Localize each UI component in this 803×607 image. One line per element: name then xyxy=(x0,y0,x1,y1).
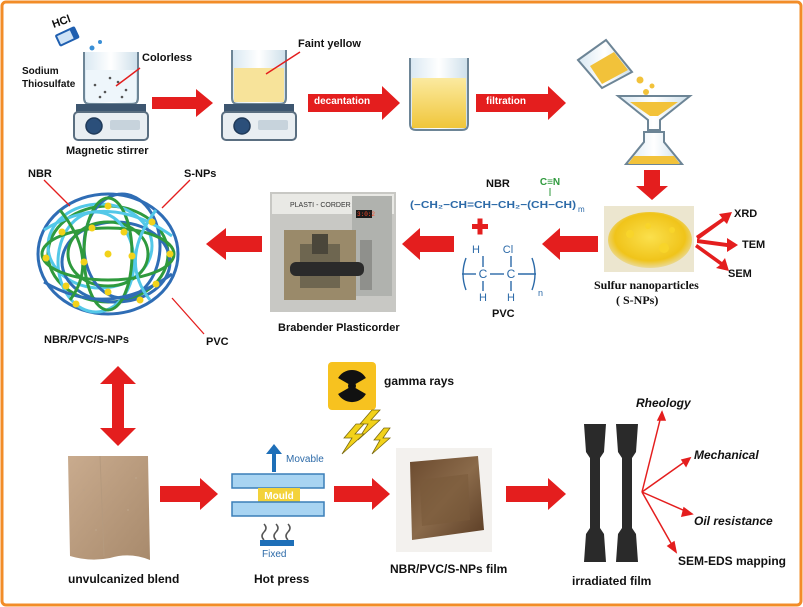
pvc-c1: C xyxy=(479,267,488,281)
pvc-h-bot2: H xyxy=(507,292,515,304)
sodium-label: Sodium xyxy=(22,66,59,77)
colorless-label: Colorless xyxy=(142,52,193,64)
arrow-to-brabender xyxy=(402,228,454,260)
pvc-structure xyxy=(462,256,536,291)
pvc-formula-name: PVC xyxy=(492,308,515,320)
arrow-to-faint-yellow xyxy=(152,89,213,117)
network-blend-label: NBR/PVC/S-NPs xyxy=(44,334,129,346)
hcl-bottle-icon xyxy=(55,26,80,47)
network-snps-label: S-NPs xyxy=(184,168,217,180)
test-sem-eds-label: SEM-EDS mapping xyxy=(678,554,787,568)
faint-yellow-label: Faint yellow xyxy=(298,38,361,50)
irradiated-film-label: irradiated film xyxy=(572,574,652,588)
fixed-label: Fixed xyxy=(262,549,286,560)
sulfur-nanoparticles-label: Sulfur nanoparticles xyxy=(594,278,699,292)
sem-label: SEM xyxy=(728,268,752,280)
network-pointers xyxy=(43,179,205,335)
colorless-pointer xyxy=(115,67,141,87)
arrow-to-network xyxy=(206,228,262,260)
thiosulfate-label: Thiosulfate xyxy=(22,79,76,90)
xrd-label: XRD xyxy=(734,208,758,220)
pvc-c2: C xyxy=(507,267,516,281)
magnetic-stirrer-icon xyxy=(73,104,149,141)
radiation-symbol-icon xyxy=(328,362,376,410)
nbr-pvc-snps-film-image xyxy=(396,448,492,552)
brabender-screen-label: PLASTI - CORDER xyxy=(290,202,351,209)
network-pvc-label: PVC xyxy=(206,336,229,348)
plus-icon xyxy=(472,218,488,235)
decantation-label: decantation xyxy=(314,96,371,107)
test-rheology-label: Rheology xyxy=(636,396,691,410)
falling-drops-icon xyxy=(89,40,102,58)
tem-label: TEM xyxy=(742,239,766,251)
characterization-arrows xyxy=(695,212,738,271)
unvulcanized-blend-image xyxy=(68,455,150,560)
filtration-label: filtration xyxy=(486,96,526,107)
magnetic-stirrer-2-icon xyxy=(221,104,297,141)
magnetic-stirrer-label: Magnetic stirrer xyxy=(66,145,149,157)
test-mechanical-label: Mechanical xyxy=(694,448,759,462)
pvc-h-top: H xyxy=(472,244,480,256)
nbr-nitrile-group: C≡N xyxy=(540,177,560,188)
decantation-arrow xyxy=(308,86,400,120)
nbr-chain-formula: (−CH₂−CH=CH−CH₂−(CH−CH) xyxy=(410,200,576,211)
hot-press-label: Hot press xyxy=(254,572,310,586)
film-label: NBR/PVC/S-NPs film xyxy=(390,562,508,576)
filtration-arrow xyxy=(476,86,566,120)
beaker-faint-yellow-icon xyxy=(231,50,287,105)
sulfur-powder-image xyxy=(604,206,694,272)
movable-label: Movable xyxy=(286,454,324,465)
beaker-colorless-icon xyxy=(83,52,139,105)
arrow-to-film xyxy=(334,478,390,510)
beaker-decanted-icon xyxy=(409,58,469,131)
arrow-to-irradiated-film xyxy=(506,478,566,510)
sulfur-nanoparticle-dots xyxy=(42,202,174,308)
hot-press-icon xyxy=(231,444,325,546)
pvc-subscript-n: n xyxy=(538,288,543,298)
arrow-to-formulas xyxy=(542,228,598,260)
mould-label: Mould xyxy=(264,491,293,502)
gamma-rays-label: gamma rays xyxy=(384,374,455,388)
dumbbell-specimen-icons xyxy=(584,424,638,562)
pvc-cl: Cl xyxy=(503,244,513,256)
arrow-to-sulfur xyxy=(636,170,668,200)
double-arrow-vertical xyxy=(100,366,136,446)
filtration-setup-icon xyxy=(576,38,693,165)
lightning-bolt-icons xyxy=(341,409,392,455)
brabender-label: Brabender Plasticorder xyxy=(278,322,400,334)
brabender-plasticorder-image xyxy=(270,192,396,312)
nbr-subscript-m: m xyxy=(578,205,585,214)
nbr-formula-title: NBR xyxy=(486,178,510,190)
arrow-to-hot-press xyxy=(160,478,218,510)
test-branch-arrows xyxy=(641,410,694,554)
brabender-display: 3:0:2 xyxy=(357,211,375,218)
sulfur-abbr-label: ( S-NPs) xyxy=(616,293,659,307)
unvulcanized-blend-label: unvulcanized blend xyxy=(68,572,180,586)
pvc-h-bot1: H xyxy=(479,292,487,304)
network-nbr-label: NBR xyxy=(28,168,52,180)
test-oil-resistance-label: Oil resistance xyxy=(694,514,773,528)
faint-yellow-pointer xyxy=(265,51,301,75)
